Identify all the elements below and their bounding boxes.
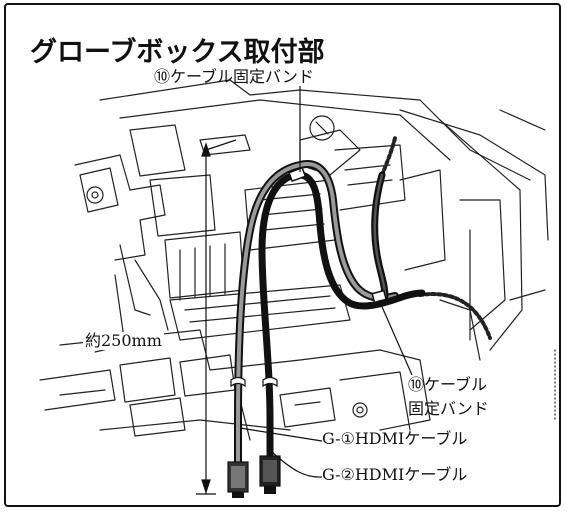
figure-frame: [4, 3, 561, 507]
label-cable-band-right-line2: 固定バンド: [408, 399, 489, 418]
cable-bands: [288, 166, 388, 304]
length-dimension: [196, 139, 237, 495]
dashboard-structure: [39, 79, 556, 441]
label-hdmi-cable-g1: G-①HDMIケーブル: [322, 429, 468, 448]
cable-band-top: [288, 166, 307, 183]
cable-band-right: [371, 289, 388, 304]
leader-g1: [239, 427, 323, 442]
leader-lines: [239, 86, 413, 478]
label-cable-band-top: ⑩ケーブル固定バンド: [154, 67, 314, 86]
label-cable-band-right-line1: ⑩ケーブル: [408, 375, 488, 394]
cable-continuation-dotted: [380, 136, 492, 340]
cable-break-marks: [230, 376, 278, 388]
hdmi-connectors: [227, 455, 281, 498]
label-hdmi-cable-g2: G-②HDMIケーブル: [322, 465, 468, 484]
leader-g2: [271, 451, 323, 478]
hdmi-cable-g2: [258, 171, 426, 466]
label-length: 約250mm: [83, 331, 164, 350]
leader-band-right: [378, 299, 413, 376]
page-title: グローブボックス取付部: [30, 37, 325, 68]
hdmi-cable-g1: [234, 160, 399, 472]
